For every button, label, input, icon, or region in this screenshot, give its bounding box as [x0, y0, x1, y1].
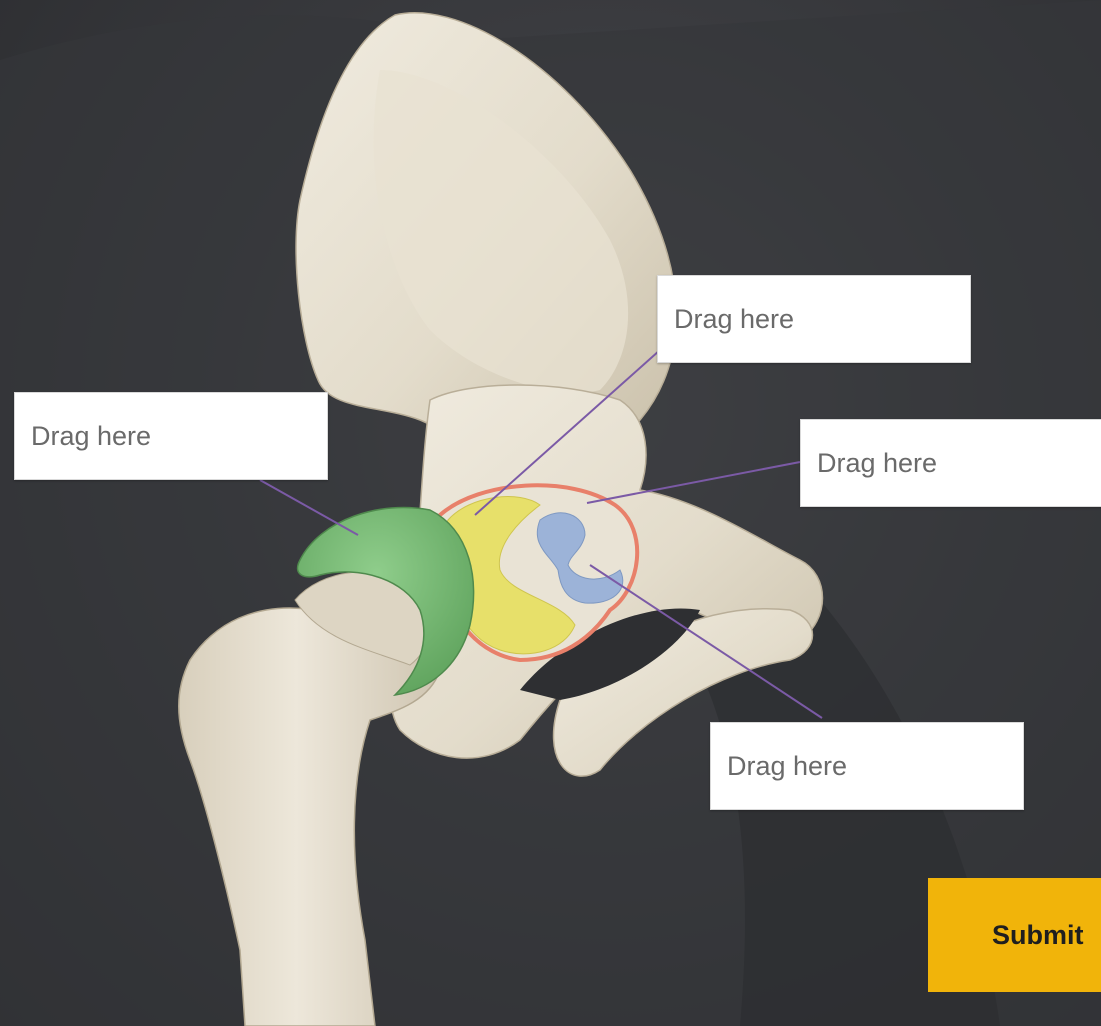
drop-zone-lunate-surface[interactable]: Drag here [657, 275, 971, 363]
drop-zone-acetabular-fossa[interactable]: Drag here [710, 722, 1024, 810]
drop-zone-acetabular-labrum[interactable]: Drag here [800, 419, 1101, 507]
drop-zone-femoral-head[interactable]: Drag here [14, 392, 328, 480]
submit-button[interactable]: Submit [928, 878, 1101, 992]
